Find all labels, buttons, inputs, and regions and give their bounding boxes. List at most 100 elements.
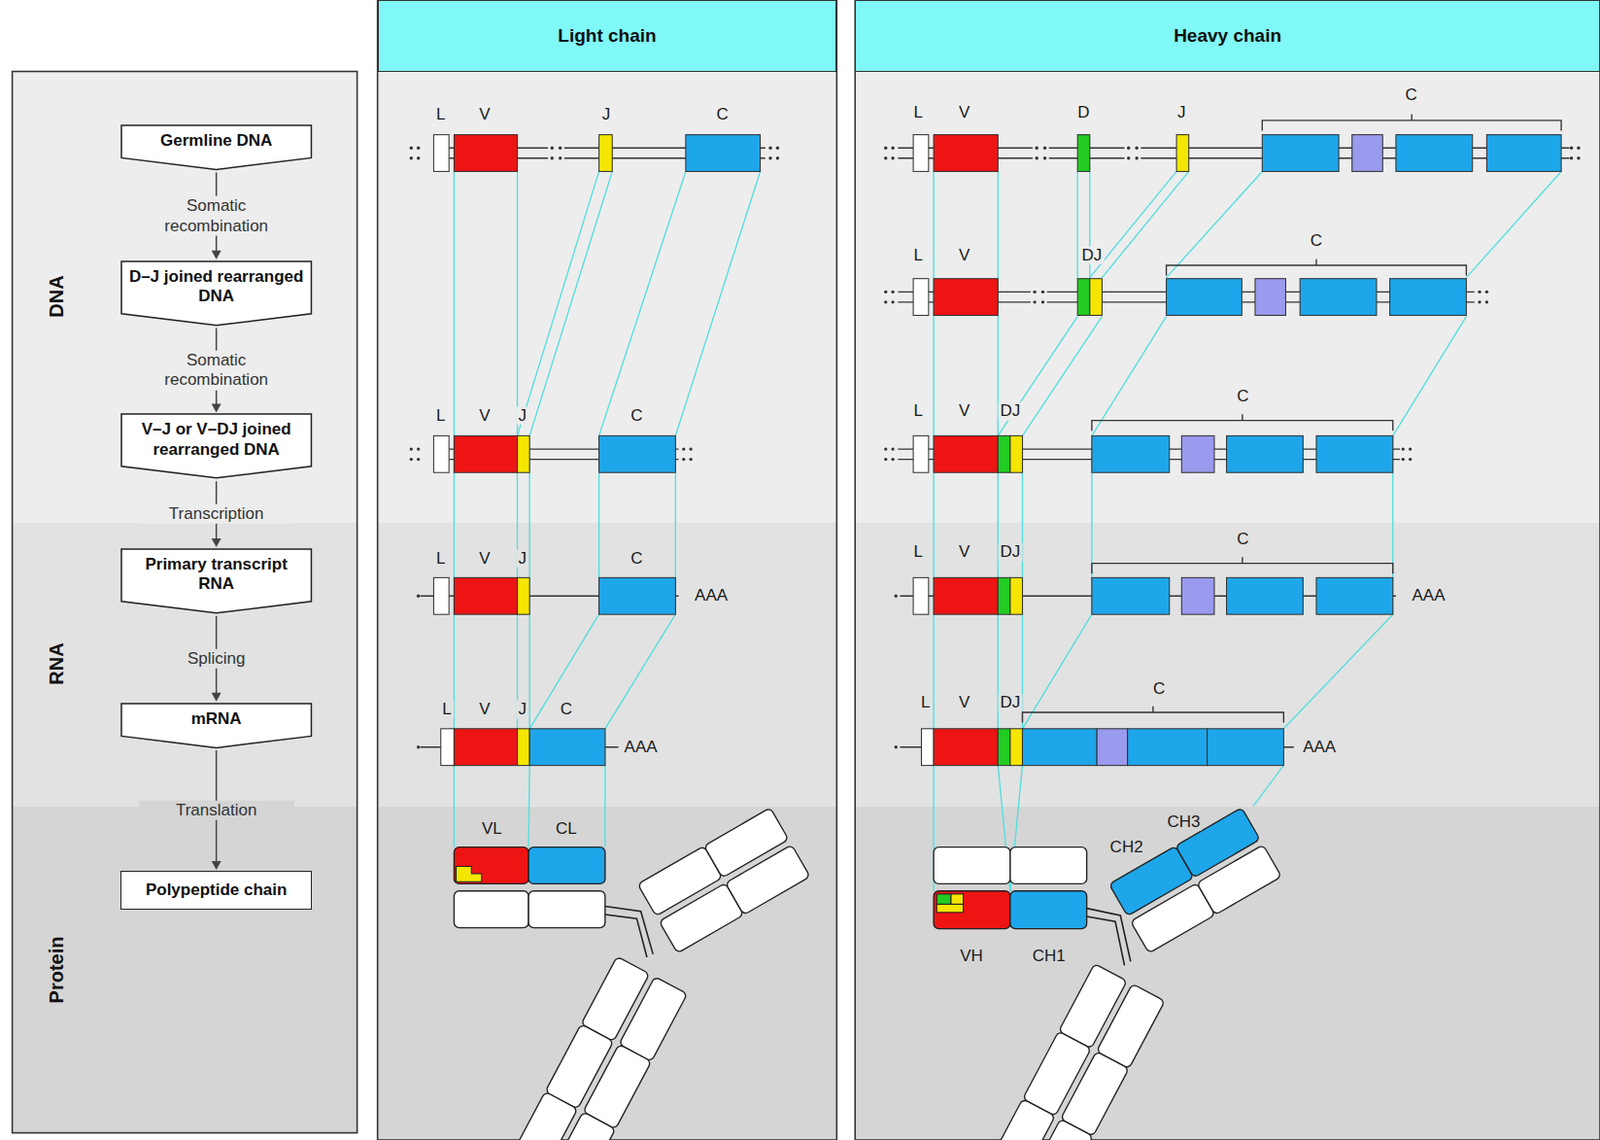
band-ground — [377, 806, 838, 1140]
band-title: RNA — [44, 642, 68, 684]
stage-box: Polypeptide chain — [120, 870, 312, 910]
band-ground — [377, 71, 838, 523]
stage-title: V–J or V–DJ joined rearranged DNA — [126, 419, 307, 460]
band-ground — [854, 806, 1600, 1140]
stage-arrow-box: D–J joined rearranged DNA — [120, 260, 312, 327]
continuation-dot — [894, 594, 898, 598]
continuation-dot — [884, 300, 887, 304]
gene-segment — [1096, 728, 1128, 766]
panel-outline — [377, 0, 838, 1140]
segment-label: C — [558, 700, 575, 719]
gene-segment — [1021, 728, 1097, 766]
arrowhead — [211, 250, 222, 260]
segment-label: C — [1403, 85, 1420, 104]
continuation-dot — [688, 446, 692, 450]
arrow-box-shape — [121, 548, 311, 613]
segment-label: DJ — [997, 543, 1022, 562]
panel-header: Light chain — [377, 0, 838, 72]
gene-segment — [1316, 577, 1394, 614]
gene-segment — [920, 728, 934, 766]
stage-band: ProteinPolypeptide chain — [12, 806, 358, 1133]
strand-break — [1124, 144, 1142, 162]
arrow-box-shape — [121, 413, 311, 478]
hinge-line — [1087, 916, 1125, 965]
correspondence-line — [1101, 170, 1189, 277]
break-dot — [1032, 300, 1036, 304]
domain-label: CH3 — [1164, 812, 1202, 831]
gene-segment — [517, 577, 531, 614]
segment-label: V — [956, 402, 972, 421]
constant-bracket — [1166, 259, 1467, 276]
continuation-dot — [884, 457, 887, 461]
band-ground — [12, 522, 358, 807]
domain-label: CL — [553, 819, 579, 839]
arrowhead — [211, 538, 222, 547]
domain-box — [1058, 963, 1127, 1049]
gene-segment — [1010, 728, 1023, 766]
gene-segment — [453, 135, 517, 172]
continuation-dot — [884, 146, 887, 150]
step-label: Transcription — [138, 504, 295, 524]
gene-segment — [599, 435, 677, 473]
correspondence-line — [528, 170, 613, 847]
segment-label: V — [956, 245, 972, 265]
segment-label: DJ — [997, 402, 1022, 421]
gene-segment — [1077, 135, 1090, 172]
gene-segment — [453, 435, 517, 473]
continuation-dot — [416, 446, 420, 450]
gene-segment — [1390, 278, 1467, 316]
gene-segment — [1091, 435, 1170, 473]
gene-segment — [1127, 728, 1208, 766]
domain-box — [933, 847, 1011, 885]
continuation-dot — [1401, 446, 1405, 450]
arrowhead — [211, 860, 222, 870]
gene-segment — [1010, 577, 1023, 614]
gene-segment — [933, 728, 998, 766]
continuation-dot — [768, 156, 772, 160]
domain-box — [544, 1023, 613, 1109]
gene-segment — [433, 435, 449, 473]
continuation-dot — [1576, 156, 1580, 160]
segment-label: V — [476, 406, 492, 425]
break-dot — [1041, 300, 1045, 304]
gene-segment — [913, 278, 929, 316]
correspondence-line — [1465, 170, 1562, 277]
domain-box — [528, 847, 606, 885]
gene-segment — [1166, 278, 1243, 316]
domain-box — [1010, 847, 1088, 885]
segment-label: V — [476, 104, 492, 124]
segment-label: DJ — [997, 692, 1022, 712]
segment-label: AAA — [622, 738, 660, 757]
correspondence-line — [997, 316, 1078, 437]
continuation-dot — [884, 290, 887, 294]
hinge-line — [1087, 908, 1131, 962]
break-dot — [1134, 146, 1138, 150]
stage-arrow-box: V–J or V–DJ joined rearranged DNA — [120, 412, 312, 479]
segment-label: L — [912, 402, 925, 421]
gene-segment — [433, 135, 449, 172]
gene-segment — [1261, 135, 1339, 172]
continuation-dot — [884, 446, 887, 450]
gene-segment — [1077, 278, 1090, 316]
gene-segment — [1089, 278, 1103, 316]
antibody-arm — [1109, 807, 1282, 954]
domain-box — [509, 1090, 578, 1140]
segment-label: DJ — [1080, 245, 1105, 265]
segment-label: V — [476, 548, 492, 568]
segment-label: J — [516, 700, 530, 719]
domain-box — [453, 847, 529, 885]
gene-segment — [1395, 135, 1473, 172]
continuation-dot — [1408, 446, 1412, 450]
continuation-dot — [409, 146, 413, 150]
panel-outline — [12, 71, 358, 1133]
gene-segment — [517, 728, 531, 766]
gene-segment — [1299, 278, 1377, 316]
continuation-dot — [1477, 290, 1481, 294]
domain-box — [725, 844, 811, 915]
domain-box — [1022, 1030, 1091, 1116]
segment-label: L — [434, 406, 447, 425]
segment-label: V — [956, 692, 972, 712]
continuation-dot — [409, 457, 413, 461]
hinge-line — [605, 914, 647, 957]
continuation-dot — [768, 146, 772, 150]
